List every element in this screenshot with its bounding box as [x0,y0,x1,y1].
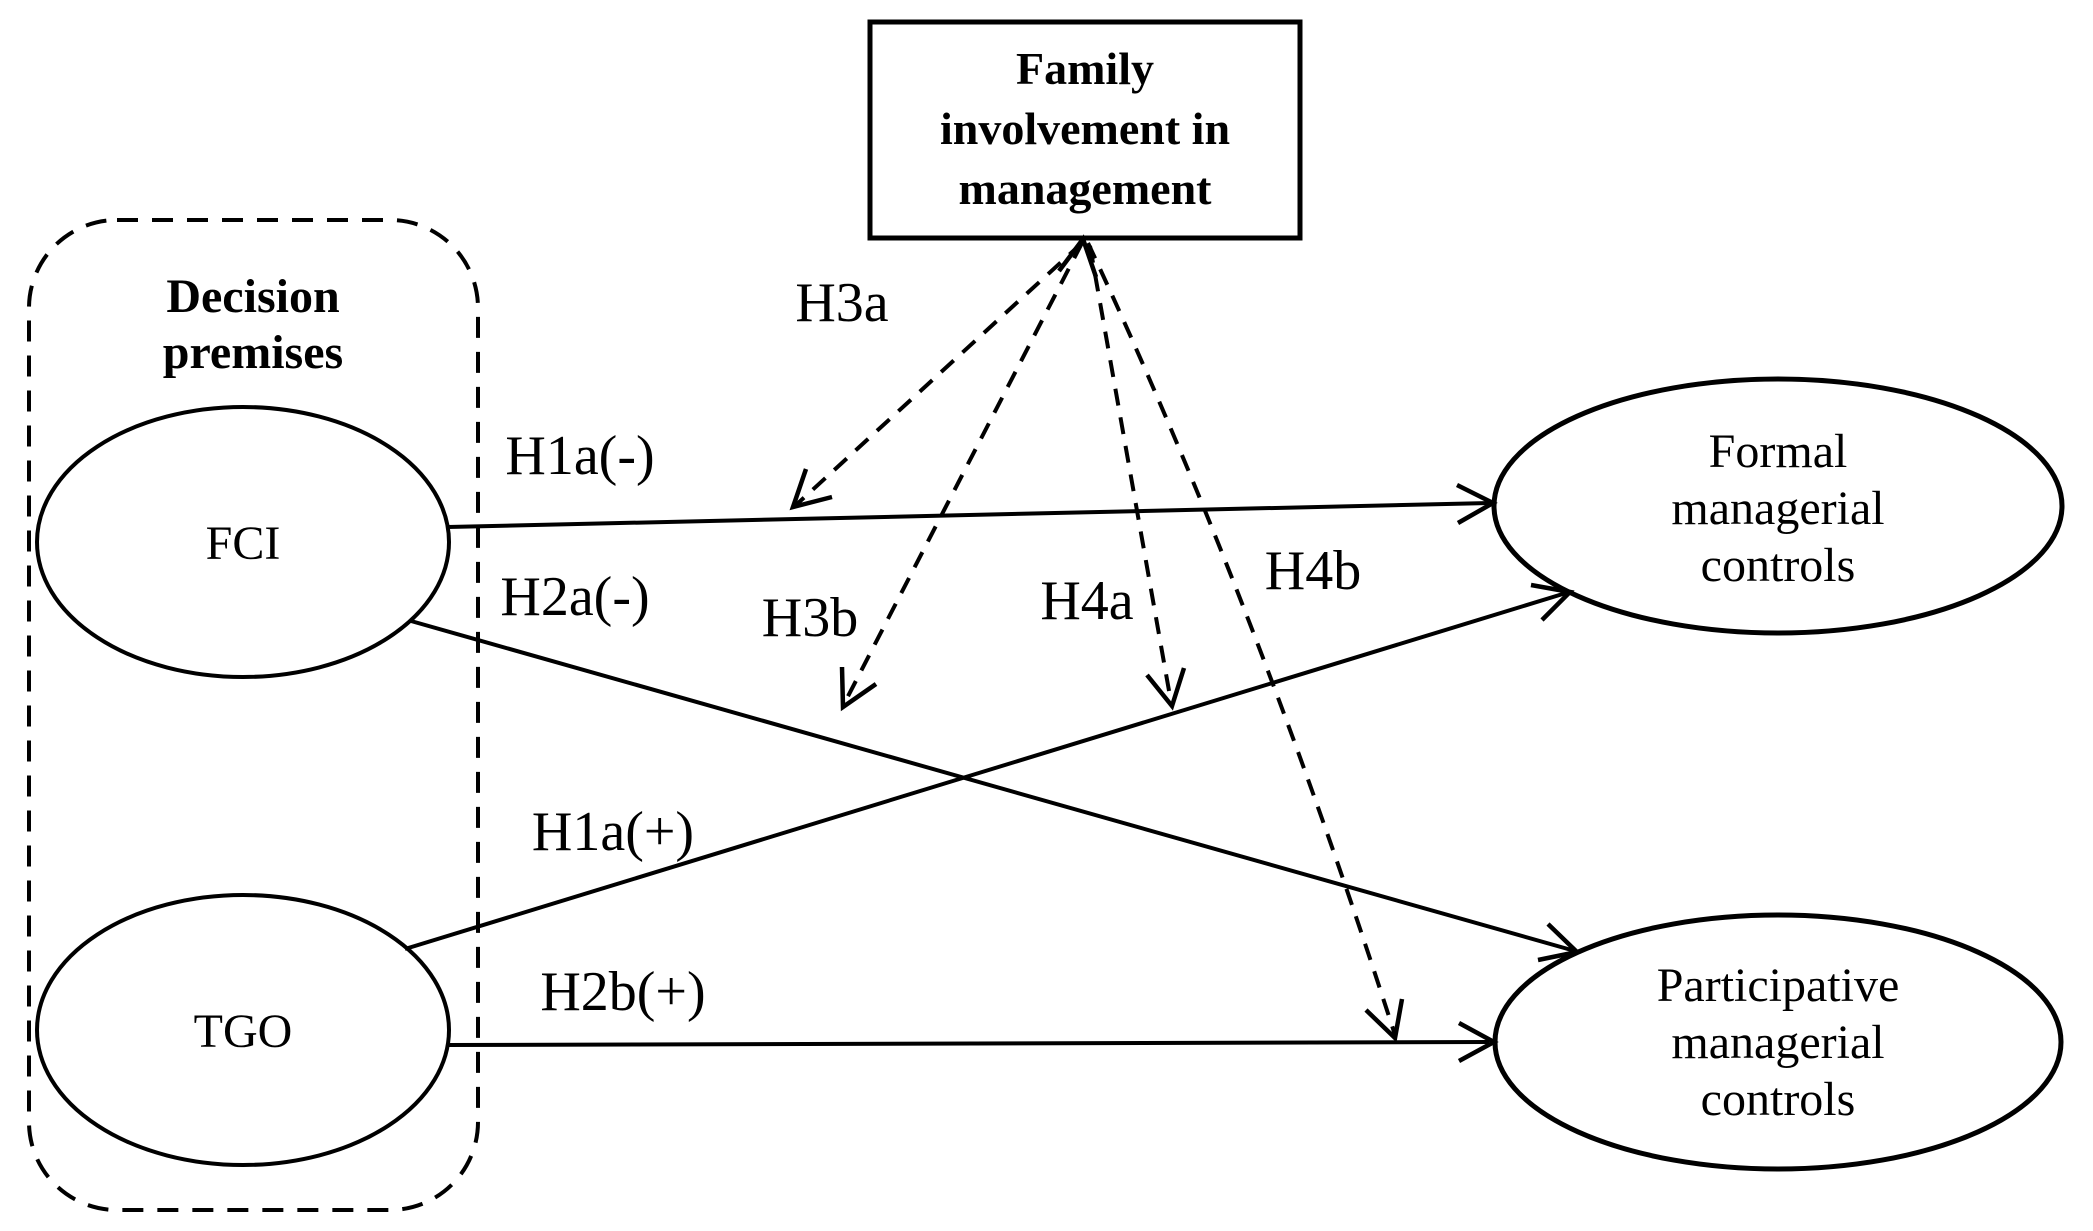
moderation-arrow-h4b [1086,242,1397,1036]
moderator-apex-arrowhead [1057,234,1099,278]
arrowhead-h3b [839,666,878,712]
fci-ellipse [35,405,451,679]
label-h1a-pos: H1a(+) [532,801,694,863]
family-involvement-line-2: involvement in [940,103,1230,154]
label-h4a: H4a [1040,570,1133,632]
arrowhead-tgo-to-formal [1530,582,1575,622]
label-h2a-neg: H2a(-) [500,566,649,628]
arrowhead-fci-to-formal [1455,482,1498,525]
label-h1a-neg: H1a(-) [505,425,654,487]
arrow-fci-to-participative [410,619,1576,953]
arrowhead-tgo-to-participative [1457,1021,1499,1063]
arrow-fci-to-formal [447,501,1491,529]
formal-controls-line-2: managerial [1671,482,1884,535]
decision-premises-line-1: Decision [166,270,339,323]
arrowhead-fci-to-participative [1537,922,1582,963]
moderation-arrow-h4a [1088,245,1173,703]
tgo-ellipse [35,893,451,1167]
formal-controls-ellipse [1491,376,2065,636]
label-h3b: H3b [762,587,858,649]
participative-controls-line-2: managerial [1671,1016,1884,1069]
arrowhead-h4a [1145,667,1187,711]
family-involvement-line-1: Family [1016,43,1154,94]
arrow-tgo-to-participative [447,1040,1490,1047]
arrowhead-h3a [789,468,833,511]
label-h3a: H3a [795,272,888,334]
moderation-arrow-h3a [794,241,1084,507]
decision-premises-line-2: premises [163,326,343,379]
tgo-label: TGO [194,1005,293,1058]
arrowhead-h4b [1364,998,1405,1043]
decision-premises-group-box [27,218,480,1212]
family-involvement-line-3: management [959,163,1213,214]
participative-controls-line-3: controls [1701,1073,1856,1126]
formal-controls-line-1: Formal [1709,425,1848,478]
arrow-tgo-to-formal [404,591,1567,951]
fci-label: FCI [206,517,281,570]
formal-controls-line-3: controls [1701,539,1856,592]
label-h4b: H4b [1265,540,1361,602]
label-h2b-pos: H2b(+) [540,961,705,1023]
participative-controls-line-1: Participative [1657,959,1900,1012]
